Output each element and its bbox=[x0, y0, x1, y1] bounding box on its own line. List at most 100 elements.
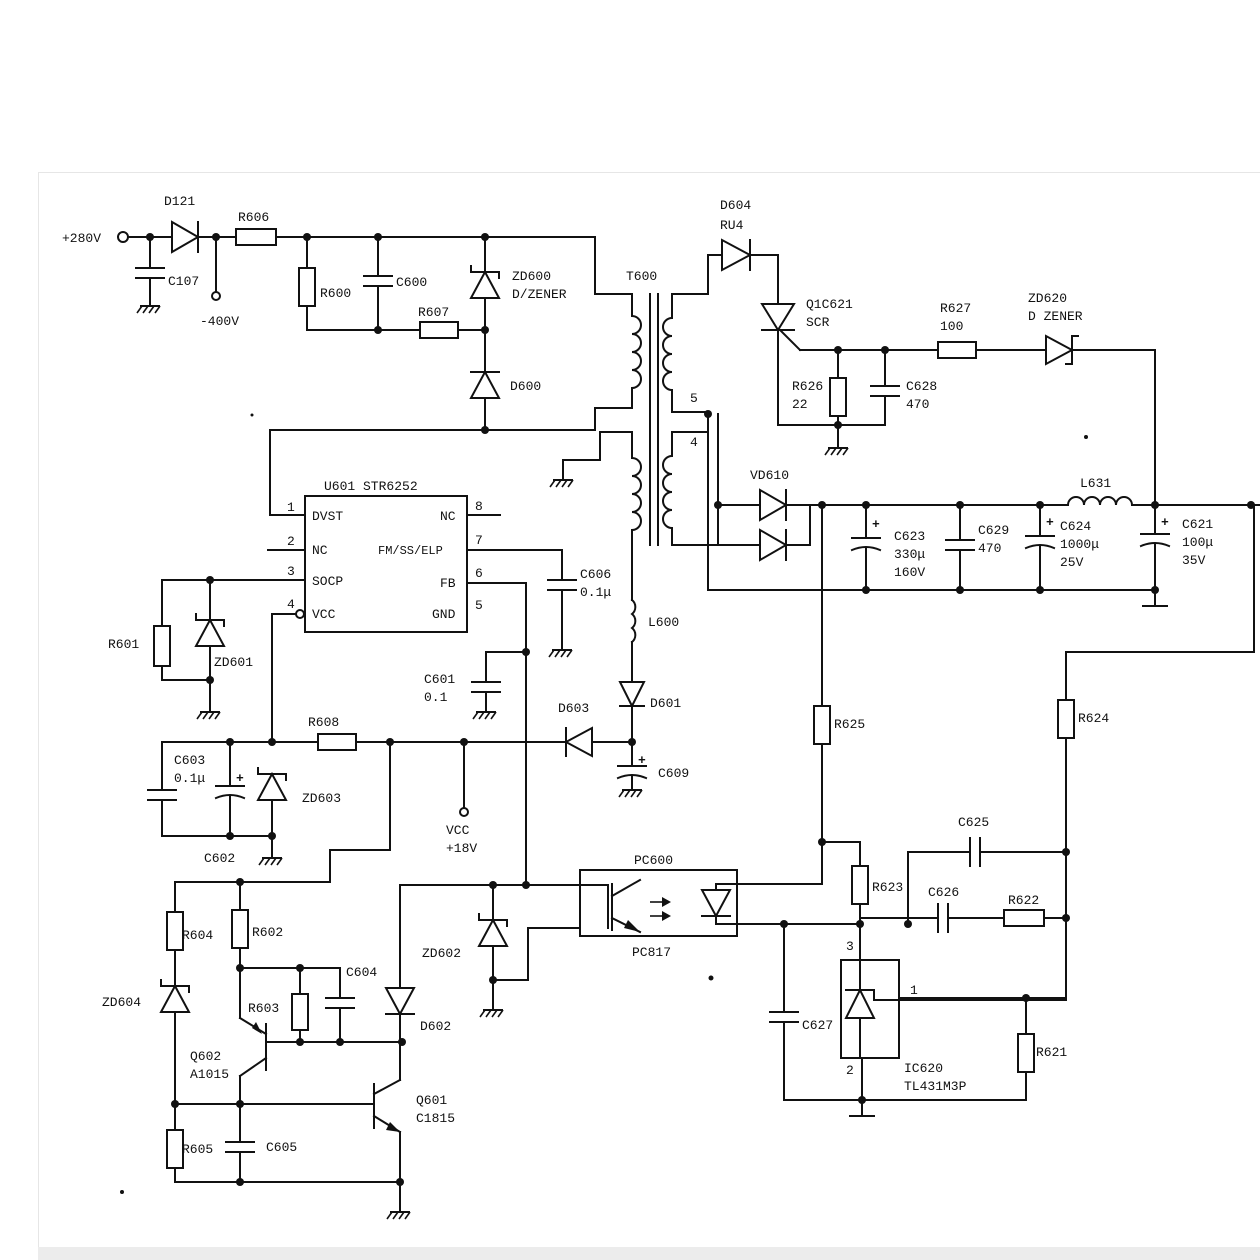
label-pin5: 5 bbox=[690, 391, 698, 406]
input-section bbox=[117, 220, 596, 434]
label-c602: C602 bbox=[204, 851, 235, 866]
label-r626-val: 22 bbox=[792, 397, 808, 412]
label-r625: R625 bbox=[834, 717, 865, 732]
fb-network bbox=[477, 881, 609, 1018]
label-pin6-num: 6 bbox=[475, 566, 483, 581]
label-zd601: ZD601 bbox=[214, 655, 253, 670]
svg-text:+: + bbox=[638, 753, 646, 768]
label-zd620: ZD620 bbox=[1028, 291, 1067, 306]
label-vcc-val: +18V bbox=[446, 841, 477, 856]
label-l631: L631 bbox=[1080, 476, 1111, 491]
label-pin2-num: 2 bbox=[287, 534, 295, 549]
label-pin4-ic: VCC bbox=[312, 607, 336, 622]
label-ic620-type: TL431M3P bbox=[904, 1079, 967, 1094]
label-pc817: PC817 bbox=[632, 945, 671, 960]
label-r621: R621 bbox=[1036, 1045, 1067, 1060]
label-pin7-num: 7 bbox=[475, 533, 483, 548]
label-zd600: ZD600 bbox=[512, 269, 551, 284]
label-ic620-p2: 2 bbox=[846, 1063, 854, 1078]
label-r627: R627 bbox=[940, 301, 971, 316]
scr-crowbar bbox=[707, 238, 1156, 506]
label-r607: R607 bbox=[418, 305, 449, 320]
socp-network bbox=[153, 576, 226, 720]
label-d600: D600 bbox=[510, 379, 541, 394]
label-c606: C606 bbox=[580, 567, 611, 582]
label-q601: Q601 bbox=[416, 1093, 447, 1108]
label-c624: C624 bbox=[1060, 519, 1091, 534]
label-pin8-num: 8 bbox=[475, 499, 483, 514]
label-vd610: VD610 bbox=[750, 468, 789, 483]
label-zd600-type: D/ZENER bbox=[512, 287, 567, 302]
label-c623: C623 bbox=[894, 529, 925, 544]
label-r622: R622 bbox=[1008, 893, 1039, 908]
label-c600: C600 bbox=[396, 275, 427, 290]
label-q621-type: SCR bbox=[806, 315, 830, 330]
label-t600: T600 bbox=[626, 269, 657, 284]
label-pin3: SOCP bbox=[312, 574, 343, 589]
label-r600: R600 bbox=[320, 286, 351, 301]
svg-text:+: + bbox=[236, 771, 244, 786]
c606-l600: + bbox=[547, 579, 648, 798]
label-zd620-type: D ZENER bbox=[1028, 309, 1083, 324]
label-q602-type: A1015 bbox=[190, 1067, 229, 1082]
protection-latch bbox=[159, 881, 581, 1220]
label-r627-val: 100 bbox=[940, 319, 963, 334]
label-c628-val: 470 bbox=[906, 397, 929, 412]
label-r601: R601 bbox=[108, 637, 139, 652]
svg-text:+: + bbox=[872, 517, 880, 532]
svg-text:+: + bbox=[1046, 515, 1054, 530]
label-c629: C629 bbox=[978, 523, 1009, 538]
label-r624: R624 bbox=[1078, 711, 1109, 726]
label-q621: Q1C621 bbox=[806, 297, 853, 312]
label-c625a: C625 bbox=[958, 815, 989, 830]
label-zd602: ZD602 bbox=[422, 946, 461, 961]
label-c609: C609 bbox=[658, 766, 689, 781]
label-ic620: IC620 bbox=[904, 1061, 943, 1076]
label-pc600: PC600 bbox=[634, 853, 673, 868]
label-d602: D602 bbox=[420, 1019, 451, 1034]
label-c626: C626 bbox=[928, 885, 959, 900]
label-r608: R608 bbox=[308, 715, 339, 730]
label-r602: R602 bbox=[252, 925, 283, 940]
label-pin6: FB bbox=[440, 576, 456, 591]
output-filter: + + + bbox=[707, 413, 1260, 607]
label-r604: R604 bbox=[182, 928, 213, 943]
label-pin4: 4 bbox=[690, 435, 698, 450]
label-pin8: NC bbox=[440, 509, 456, 524]
label-c621: C621 bbox=[1182, 517, 1213, 532]
label-c603: C603 bbox=[174, 753, 205, 768]
bottom-band bbox=[38, 1247, 1260, 1260]
label-c624-v2: 25V bbox=[1060, 555, 1084, 570]
label-ic-title: U601 STR6252 bbox=[324, 479, 418, 494]
label-r606: R606 bbox=[238, 210, 269, 225]
label-c623-v1: 330μ bbox=[894, 547, 925, 562]
label-l600: L600 bbox=[648, 615, 679, 630]
label-in280: +280V bbox=[62, 231, 101, 246]
label-c604: C604 bbox=[346, 965, 377, 980]
label-d603: D603 bbox=[558, 701, 589, 716]
label-c624-v1: 1000μ bbox=[1060, 537, 1099, 552]
label-r626: R626 bbox=[792, 379, 823, 394]
label-pin7: FM/SS/ELP bbox=[378, 544, 443, 558]
label-pin3-num: 3 bbox=[287, 564, 295, 579]
label-out400: -400V bbox=[200, 314, 239, 329]
label-q601-type: C1815 bbox=[416, 1111, 455, 1126]
label-pin4-num: 4 bbox=[287, 597, 295, 612]
label-d121: D121 bbox=[164, 194, 195, 209]
label-q602: Q602 bbox=[190, 1049, 221, 1064]
label-ic620-p1: 1 bbox=[910, 983, 918, 998]
tl431-feedback bbox=[769, 504, 1255, 1117]
label-zd603: ZD603 bbox=[302, 791, 341, 806]
label-c601: C601 bbox=[424, 672, 455, 687]
c601-cap bbox=[471, 651, 527, 720]
label-r605: R605 bbox=[182, 1142, 213, 1157]
label-c606-val: 0.1μ bbox=[580, 585, 611, 600]
labels: +280V D121 C107 -400V R606 R600 C600 R60… bbox=[62, 194, 1213, 1157]
label-r603: R603 bbox=[248, 1001, 279, 1016]
label-d604-type: RU4 bbox=[720, 218, 744, 233]
label-pin5-ic: GND bbox=[432, 607, 456, 622]
label-c605: C605 bbox=[266, 1140, 297, 1155]
label-d604: D604 bbox=[720, 198, 751, 213]
transformer-t600 bbox=[269, 236, 719, 601]
